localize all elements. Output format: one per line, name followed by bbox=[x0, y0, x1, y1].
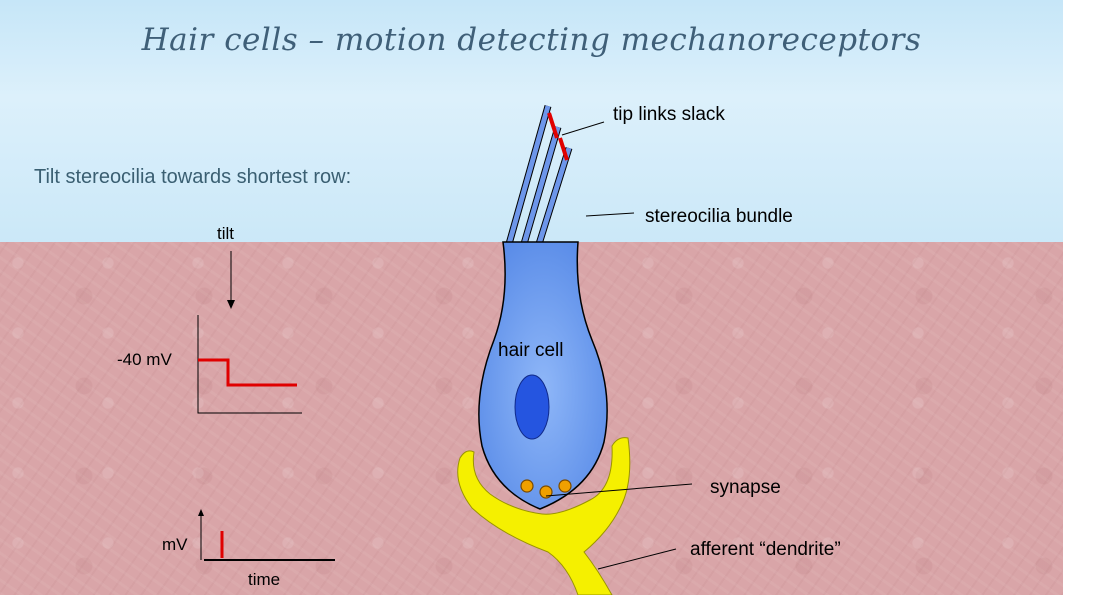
hair-cell-diagram bbox=[197, 105, 693, 595]
afferent-label: afferent “dendrite” bbox=[690, 539, 841, 560]
tip-links-label: tip links slack bbox=[613, 104, 725, 125]
fluid-background bbox=[0, 0, 1063, 242]
spike-plot bbox=[198, 509, 335, 561]
time-axis-label: time bbox=[248, 570, 281, 589]
synaptic-vesicles bbox=[520, 479, 572, 499]
receptor-trace bbox=[198, 358, 297, 387]
hair-cell-body bbox=[478, 241, 608, 510]
slide-title: Hair cells – motion detecting mechanorec… bbox=[141, 22, 922, 58]
afferent-leader bbox=[597, 548, 677, 570]
stereocilia-leader bbox=[585, 212, 635, 217]
synapse-leader bbox=[545, 483, 693, 497]
tip-links-leader bbox=[561, 121, 605, 136]
stereocilia-label: stereocilia bundle bbox=[645, 206, 793, 227]
tip-links bbox=[547, 112, 569, 161]
afferent-dendrite bbox=[457, 437, 631, 595]
hair-cell-label: hair cell bbox=[498, 340, 564, 361]
tilt-label: tilt bbox=[217, 224, 234, 243]
synapse-label: synapse bbox=[710, 477, 781, 498]
nucleus bbox=[514, 374, 550, 440]
receptor-potential-plot bbox=[197, 251, 302, 414]
slide-subtitle: Tilt stereocilia towards shortest row: bbox=[34, 166, 352, 188]
stereocilia-bundle bbox=[505, 105, 573, 246]
mv-axis-label: mV bbox=[162, 535, 188, 554]
y-tick-label: -40 mV bbox=[117, 350, 172, 369]
slide: Hair cells – motion detecting mechanorec… bbox=[0, 0, 1063, 595]
